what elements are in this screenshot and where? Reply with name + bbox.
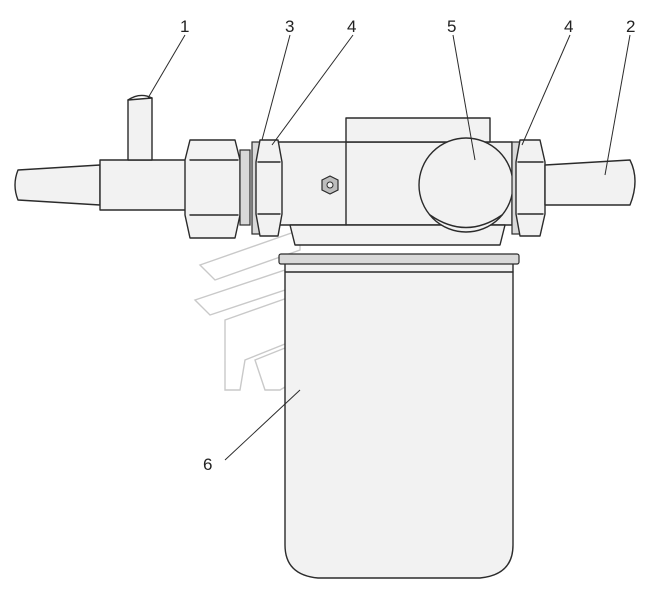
- right-banjo-nut: [511, 139, 546, 237]
- outlet-fitting: [544, 159, 636, 206]
- callout-5: 5: [447, 17, 456, 36]
- leader-lines: [147, 34, 631, 461]
- callout-4-left: 4: [347, 17, 356, 36]
- callout-6: 6: [203, 455, 212, 474]
- callout-2: 2: [626, 17, 635, 36]
- left-banjo-nut: [251, 139, 283, 237]
- callout-4-right: 4: [564, 17, 573, 36]
- boss-plug: [418, 137, 514, 233]
- filter-canister: [278, 253, 520, 579]
- callout-3: 3: [285, 17, 294, 36]
- inlet-fitting: [14, 94, 251, 239]
- callout-1: 1: [180, 17, 189, 36]
